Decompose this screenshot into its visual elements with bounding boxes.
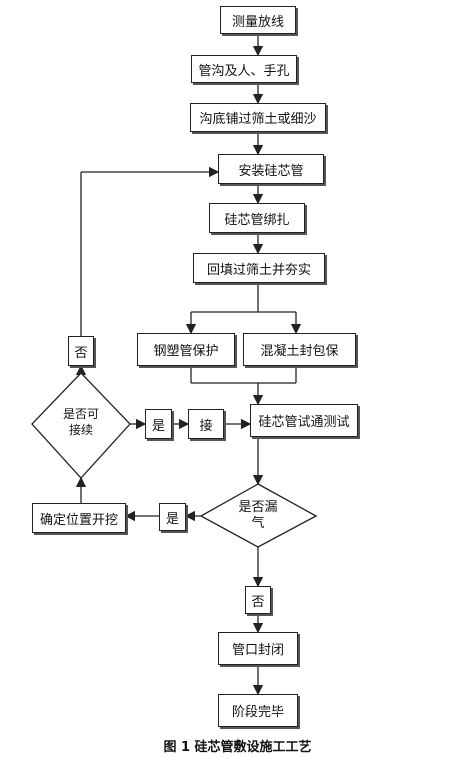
- step-seal: 管口封闭: [218, 632, 298, 665]
- step-concrete-protect: 混凝土封包保: [243, 333, 356, 366]
- decision-connectable-label: 是否可接续: [62, 407, 99, 437]
- decision-leak-label: 是否漏气: [238, 500, 278, 531]
- step-relocate: 确定位置开挖: [32, 503, 126, 533]
- step-connect: 接: [188, 409, 224, 439]
- step-backfill: 回填过筛土并夯实: [193, 253, 325, 283]
- step-bedding: 沟底铺过筛土或细沙: [190, 103, 326, 132]
- step-install: 安装硅芯管: [218, 154, 324, 184]
- figure-caption: 图 1 硅芯管敷设施工工艺: [163, 740, 312, 755]
- decision-connectable-shape: [31, 372, 131, 479]
- branch-yes-connect: 是: [145, 409, 172, 439]
- decision-leak-shape: [199, 483, 318, 548]
- branch-no-connect: 否: [68, 336, 94, 366]
- branch-no-leak: 否: [245, 586, 271, 614]
- step-finish: 阶段完毕: [218, 694, 298, 727]
- step-steel-protect: 钢塑管保护: [137, 333, 235, 366]
- step-test: 硅芯管试通测试: [250, 404, 358, 437]
- step-survey: 测量放线: [220, 6, 296, 34]
- step-bind: 硅芯管绑扎: [209, 203, 305, 233]
- step-trench: 管沟及人、手孔: [191, 55, 297, 83]
- branch-yes-leak: 是: [159, 503, 186, 531]
